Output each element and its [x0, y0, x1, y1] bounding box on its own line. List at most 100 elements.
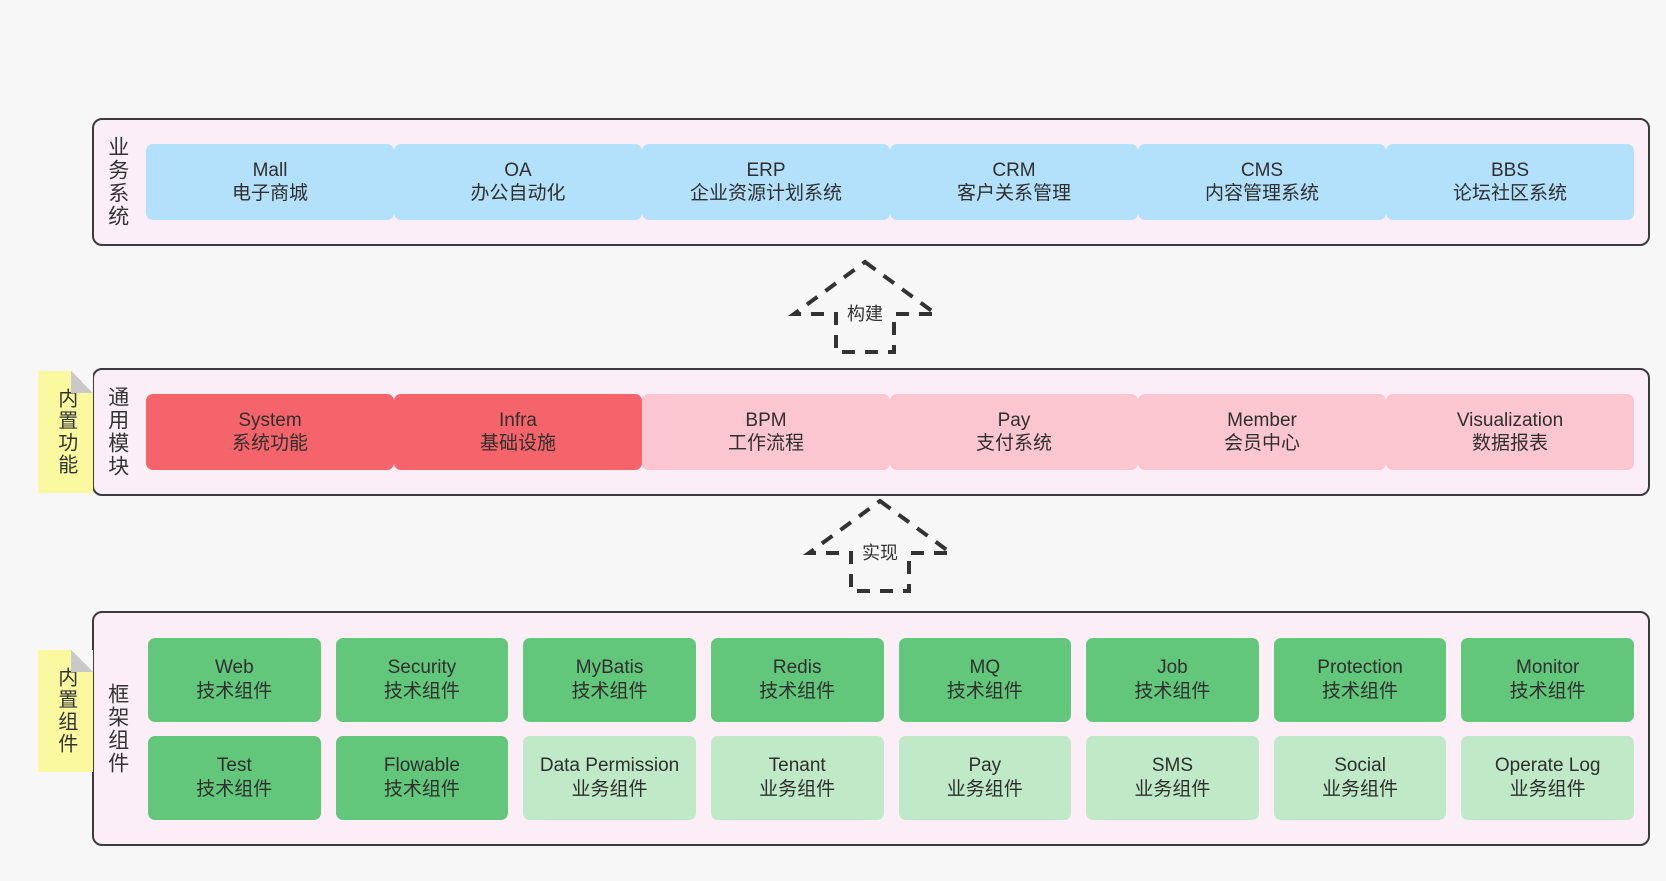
card-data-permission[interactable]: Data Permission 业务组件	[523, 735, 696, 820]
card-mall-en: Mall	[252, 159, 288, 181]
framework-row-business: Test 技术组件 Flowable 技术组件 Data Permission …	[148, 735, 1634, 820]
card-erp-en: ERP	[746, 159, 786, 181]
note-builtin-components-label: 内置组件	[54, 667, 77, 755]
card-tenant-cn: 业务组件	[759, 778, 836, 800]
card-bpm-en: BPM	[745, 409, 787, 431]
card-erp-cn: 企业资源计划系统	[689, 183, 842, 204]
card-mybatis[interactable]: MyBatis 技术组件	[523, 637, 696, 722]
connector-implement-shape	[802, 498, 958, 593]
framework-layer-cards: Web 技术组件 Security 技术组件 MyBatis 技术组件 Redi…	[140, 613, 1648, 844]
card-oa-en: OA	[504, 159, 532, 181]
card-infra-en: Infra	[498, 409, 538, 431]
card-job-en: Job	[1157, 657, 1188, 679]
common-layer-cards: System 系统功能 Infra 基础设施 BPM 工作流程 Pay 支付系统…	[140, 370, 1648, 494]
business-systems-layer: 业务系统 Mall 电子商城 OA 办公自动化 ERP 企业资源计划系统 CRM…	[92, 118, 1650, 246]
card-security-en: Security	[387, 657, 457, 679]
card-infra[interactable]: Infra 基础设施	[394, 394, 642, 470]
card-monitor[interactable]: Monitor 技术组件	[1461, 637, 1634, 722]
card-visualization-en: Visualization	[1456, 409, 1564, 431]
connector-implement-label: 实现	[862, 543, 898, 563]
card-redis-en: Redis	[772, 657, 822, 679]
card-test-en: Test	[216, 755, 252, 777]
card-pay-module-cn: 支付系统	[975, 433, 1052, 454]
card-mall[interactable]: Mall 电子商城	[146, 144, 394, 220]
connector-implement: 实现	[802, 497, 958, 593]
card-visualization[interactable]: Visualization 数据报表	[1386, 394, 1634, 470]
card-social-en: Social	[1334, 755, 1386, 777]
card-cms[interactable]: CMS 内容管理系统	[1138, 144, 1386, 220]
card-redis[interactable]: Redis 技术组件	[710, 637, 884, 722]
card-data-permission-cn: 业务组件	[571, 778, 648, 800]
card-operate-log[interactable]: Operate Log 业务组件	[1461, 735, 1634, 820]
card-web-cn: 技术组件	[196, 680, 273, 702]
card-erp[interactable]: ERP 企业资源计划系统	[642, 144, 890, 220]
card-monitor-en: Monitor	[1516, 657, 1580, 679]
card-operate-log-en: Operate Log	[1494, 755, 1601, 777]
note-builtin-features-label: 内置功能	[54, 388, 77, 476]
card-pay-component[interactable]: Pay 业务组件	[898, 735, 1072, 820]
card-security-cn: 技术组件	[383, 680, 460, 702]
card-flowable[interactable]: Flowable 技术组件	[335, 735, 509, 820]
card-bbs-en: BBS	[1490, 159, 1530, 181]
card-member[interactable]: Member 会员中心	[1138, 394, 1386, 470]
card-job[interactable]: Job 技术组件	[1086, 637, 1259, 722]
card-system-en: System	[238, 409, 302, 431]
card-pay-component-en: Pay	[968, 755, 1002, 777]
framework-components-layer: 框架组件 Web 技术组件 Security 技术组件 MyBatis 技术组件…	[92, 611, 1650, 846]
card-crm[interactable]: CRM 客户关系管理	[890, 144, 1138, 220]
card-member-en: Member	[1227, 409, 1297, 431]
note-builtin-features: 内置功能	[38, 371, 93, 493]
card-pay-component-cn: 业务组件	[946, 778, 1023, 800]
card-monitor-cn: 技术组件	[1509, 680, 1586, 702]
card-mq-cn: 技术组件	[946, 680, 1023, 702]
card-system[interactable]: System 系统功能	[146, 394, 394, 470]
card-operate-log-cn: 业务组件	[1509, 778, 1586, 800]
card-tenant[interactable]: Tenant 业务组件	[710, 735, 884, 820]
card-cms-cn: 内容管理系统	[1204, 183, 1319, 204]
card-job-cn: 技术组件	[1134, 680, 1211, 702]
card-data-permission-en: Data Permission	[539, 755, 680, 777]
framework-layer-title: 框架组件	[105, 682, 129, 775]
card-social-cn: 业务组件	[1322, 778, 1399, 800]
card-sms-en: SMS	[1151, 755, 1194, 777]
common-modules-layer: 通用模块 System 系统功能 Infra 基础设施 BPM 工作流程 Pay…	[92, 368, 1650, 496]
card-system-cn: 系统功能	[231, 433, 308, 454]
card-bpm[interactable]: BPM 工作流程	[642, 394, 890, 470]
card-tenant-en: Tenant	[768, 755, 826, 777]
card-member-cn: 会员中心	[1223, 433, 1300, 454]
business-layer-title: 业务系统	[105, 136, 129, 228]
card-security[interactable]: Security 技术组件	[335, 637, 509, 722]
connector-build-shape	[787, 259, 943, 354]
framework-row-technical: Web 技术组件 Security 技术组件 MyBatis 技术组件 Redi…	[148, 637, 1634, 722]
card-infra-cn: 基础设施	[479, 433, 556, 454]
note-builtin-components: 内置组件	[38, 650, 93, 772]
card-flowable-cn: 技术组件	[383, 778, 460, 800]
card-protection-en: Protection	[1317, 657, 1403, 679]
card-mq-en: MQ	[969, 657, 1001, 679]
card-bbs-cn: 论坛社区系统	[1452, 183, 1567, 204]
card-mybatis-en: MyBatis	[575, 657, 644, 679]
card-sms-cn: 业务组件	[1134, 778, 1211, 800]
card-crm-en: CRM	[992, 159, 1036, 181]
connector-build: 构建	[787, 258, 943, 354]
card-oa-cn: 办公自动化	[470, 183, 566, 204]
connector-build-label: 构建	[847, 304, 883, 324]
card-visualization-cn: 数据报表	[1471, 433, 1548, 454]
card-test[interactable]: Test 技术组件	[148, 735, 321, 820]
card-sms[interactable]: SMS 业务组件	[1086, 735, 1259, 820]
card-redis-cn: 技术组件	[759, 680, 836, 702]
card-pay-module[interactable]: Pay 支付系统	[890, 394, 1138, 470]
card-bpm-cn: 工作流程	[727, 433, 804, 454]
card-flowable-en: Flowable	[383, 755, 460, 777]
card-protection[interactable]: Protection 技术组件	[1273, 637, 1447, 722]
card-protection-cn: 技术组件	[1322, 680, 1399, 702]
card-pay-module-en: Pay	[997, 409, 1031, 431]
card-test-cn: 技术组件	[196, 778, 273, 800]
business-layer-cards: Mall 电子商城 OA 办公自动化 ERP 企业资源计划系统 CRM 客户关系…	[140, 120, 1648, 244]
common-layer-title: 通用模块	[105, 386, 129, 478]
card-bbs[interactable]: BBS 论坛社区系统	[1386, 144, 1634, 220]
card-web[interactable]: Web 技术组件	[148, 637, 321, 722]
card-mq[interactable]: MQ 技术组件	[898, 637, 1072, 722]
card-social[interactable]: Social 业务组件	[1273, 735, 1447, 820]
card-oa[interactable]: OA 办公自动化	[394, 144, 642, 220]
